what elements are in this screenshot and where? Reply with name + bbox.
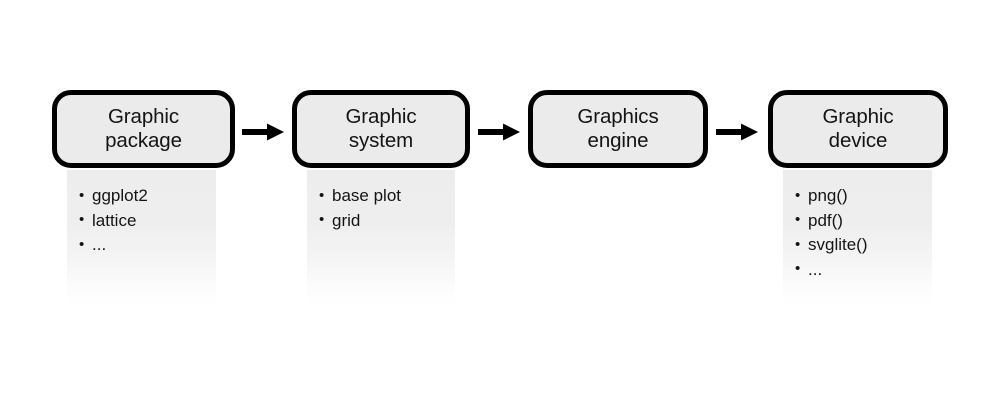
stage-title-line1: Graphic [345, 105, 417, 128]
stage-item-list-graphic-system: base plot grid [307, 184, 455, 233]
stage-title-line2: system [348, 129, 414, 152]
arrow-right-icon [715, 122, 759, 142]
stage-detail-panel-graphic-device: png() pdf() svglite() ... [783, 170, 932, 305]
stage-title-line1: Graphic [822, 105, 894, 128]
stage-item-list-graphic-package: ggplot2 lattice ... [67, 184, 216, 258]
list-item: lattice [79, 208, 216, 234]
list-item: svglite() [795, 233, 932, 258]
list-item: ... [795, 257, 932, 283]
arrow-right-icon [477, 122, 521, 142]
stage-title-line2: device [828, 129, 888, 152]
list-item: ggplot2 [79, 184, 216, 209]
stage-box-graphics-engine[interactable]: Graphics engine [528, 90, 708, 168]
list-item: grid [319, 208, 455, 234]
list-item: png() [795, 184, 932, 209]
stage-item-list-graphic-device: png() pdf() svglite() ... [783, 184, 932, 282]
list-item: base plot [319, 184, 455, 209]
list-item: pdf() [795, 208, 932, 234]
list-item: ... [79, 233, 216, 258]
stage-title-line1: Graphic [107, 105, 180, 128]
arrow-right-icon [241, 122, 285, 142]
stage-box-graphic-system[interactable]: Graphic system [292, 90, 470, 168]
stage-detail-panel-graphic-package: ggplot2 lattice ... [67, 170, 216, 305]
stage-detail-panel-graphic-system: base plot grid [307, 170, 455, 305]
stage-title-line1: Graphics [577, 105, 659, 128]
stage-title-line2: engine [587, 129, 649, 152]
stage-box-graphic-package[interactable]: Graphic package [52, 90, 235, 168]
stage-box-graphic-device[interactable]: Graphic device [768, 90, 948, 168]
stage-title-line2: package [105, 129, 182, 152]
